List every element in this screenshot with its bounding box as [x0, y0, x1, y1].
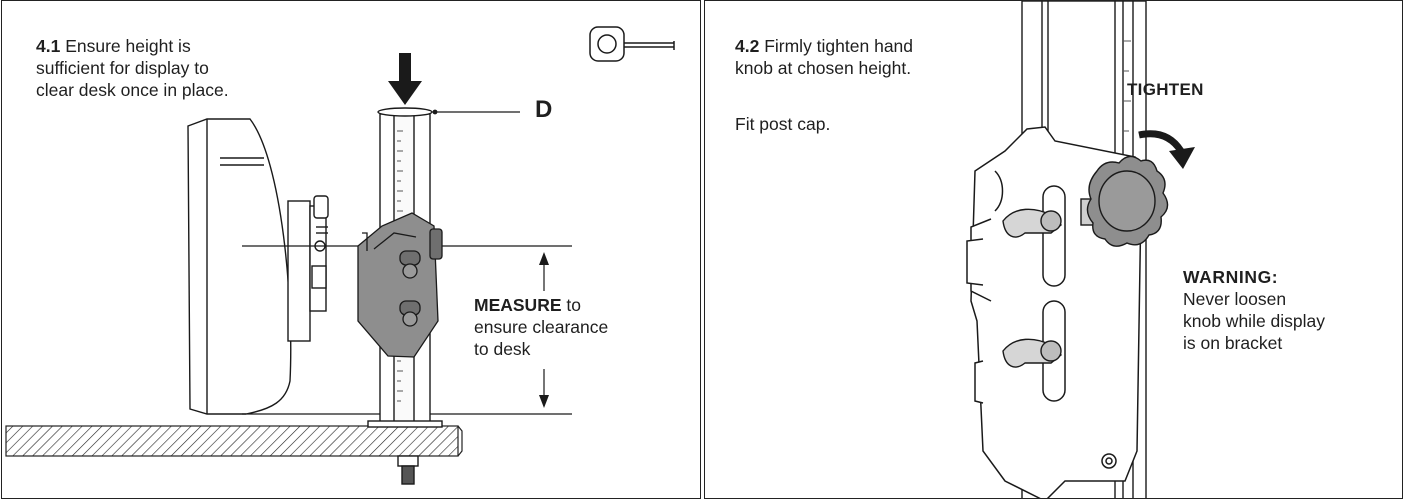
step-4-1-instruction: 4.1 Ensure height is sufficient for disp… [36, 35, 336, 101]
warning-title: WARNING: [1183, 267, 1279, 287]
down-arrow-icon [388, 53, 422, 105]
height-clearance-illustration [5, 26, 675, 485]
dimension-d-leader [432, 109, 520, 115]
fit-post-cap-text: Fit post cap. [735, 114, 831, 134]
dimension-label-d: D [535, 96, 553, 123]
curved-arrow-icon [1138, 130, 1195, 169]
hand-knob-icon [1080, 155, 1169, 247]
tighten-knob-illustration [966, 1, 1195, 498]
step-number: 4.2 [735, 36, 760, 56]
clamp-lever-top [1002, 208, 1063, 238]
measure-callout: MEASURE to ensure clearance to desk [474, 294, 684, 360]
clamp-lever-bottom [1002, 338, 1063, 368]
measure-rest-text: ensure clearance to desk [474, 317, 609, 359]
measure-keyword: MEASURE [474, 295, 562, 315]
step-text: Ensure height is sufficient for display … [36, 36, 229, 100]
warning-callout: WARNING: Never loosen knob while display… [1183, 266, 1383, 354]
measure-dimension-arrows [539, 252, 549, 408]
step-4-1-panel: 4.1 Ensure height is sufficient for disp… [1, 0, 701, 499]
post-bracket [357, 212, 443, 358]
display-monitor [187, 118, 329, 415]
tape-measure-icon [589, 26, 675, 62]
tighten-label: TIGHTEN [1127, 80, 1204, 99]
desk-surface [5, 425, 463, 457]
step-4-2-instruction: 4.2 Firmly tighten hand knob at chosen h… [735, 35, 1015, 79]
step-number: 4.1 [36, 36, 61, 56]
step-text: Firmly tighten hand knob at chosen heigh… [735, 36, 914, 78]
step-4-2-panel: 4.2 Firmly tighten hand knob at chosen h… [704, 0, 1403, 499]
measure-text: to [566, 295, 581, 315]
warning-text: Never loosen knob while display is on br… [1183, 289, 1326, 353]
